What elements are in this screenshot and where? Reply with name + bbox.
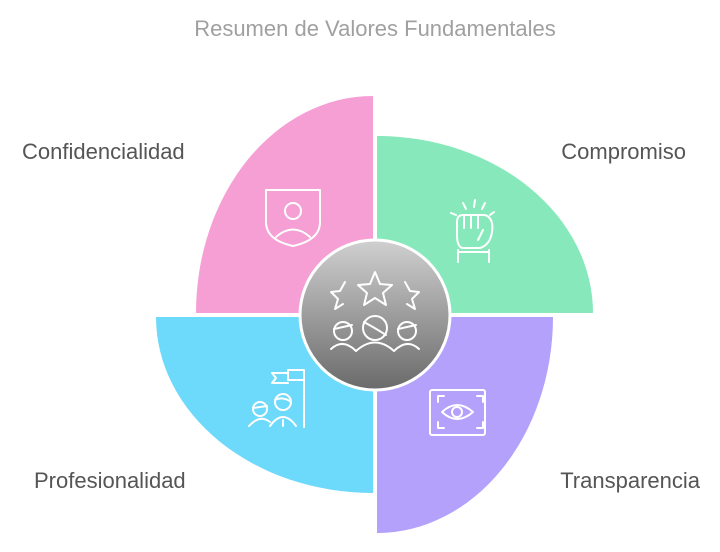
label-profesionalidad: Profesionalidad — [34, 468, 186, 493]
label-transparencia: Transparencia — [560, 468, 700, 493]
label-compromiso: Compromiso — [561, 139, 686, 164]
shield-user-icon — [265, 189, 321, 247]
diagram-title: Resumen de Valores Fundamentales — [194, 16, 556, 41]
team-flag-icon — [248, 369, 305, 428]
team-stars-icon — [330, 271, 420, 352]
label-confidencialidad: Confidencialidad — [22, 139, 185, 164]
raised-fist-icon — [450, 199, 495, 263]
eye-scan-icon — [429, 389, 486, 436]
